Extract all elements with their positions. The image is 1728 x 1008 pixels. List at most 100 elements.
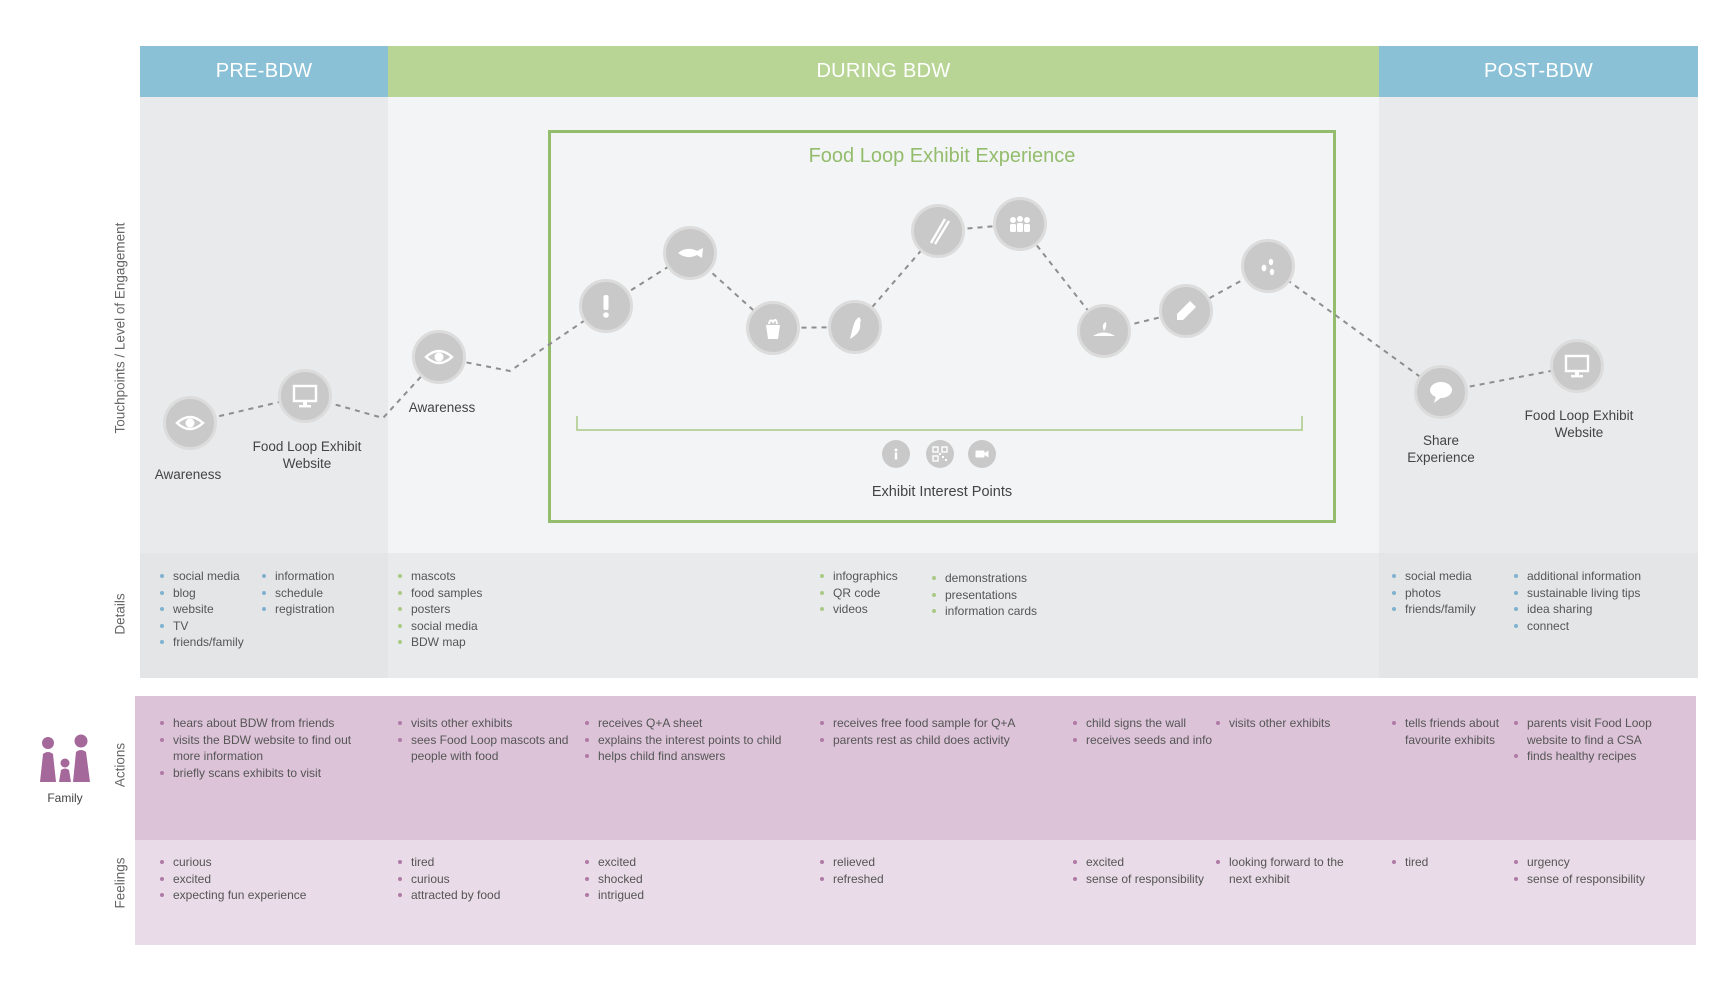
phase-header-post: POST-BDW: [1379, 46, 1698, 97]
touchpoint-pepper: [828, 300, 882, 354]
touchpoint-signs-wall: [1159, 284, 1213, 338]
list-item: idea sharing: [1514, 601, 1641, 618]
list-item: social media: [1392, 568, 1476, 585]
list-item: demonstrations: [932, 570, 1037, 587]
list-item: explains the interest points to child: [585, 732, 800, 749]
list-item: relieved: [820, 854, 1020, 871]
list-item: registration: [262, 601, 334, 618]
details-pre-2: information schedule registration: [262, 568, 334, 618]
list-item: excited: [585, 854, 785, 871]
list-item: schedule: [262, 585, 334, 602]
pepper-icon: [850, 317, 861, 339]
exclamation-icon: [603, 295, 609, 318]
interest-points-label: Exhibit Interest Points: [871, 484, 1013, 500]
list-item: urgency: [1514, 854, 1664, 871]
list-item: sustainable living tips: [1514, 585, 1641, 602]
list-item: social media: [398, 618, 482, 635]
touchpoint-presentation: [993, 197, 1047, 251]
actions-col-1: hears about BDW from friends visits the …: [160, 715, 360, 781]
list-item: curious: [160, 854, 360, 871]
actions-col-4: receives free food sample for Q+A parent…: [820, 715, 1040, 748]
list-item: helps child find answers: [585, 748, 800, 765]
list-item: parents visit Food Loop website to find …: [1514, 715, 1654, 748]
feelings-col-8: urgency sense of responsibility: [1514, 854, 1664, 887]
monitor-icon: [292, 384, 318, 408]
feelings-col-1: curious excited expecting fun experience: [160, 854, 360, 904]
list-item: excited: [1073, 854, 1213, 871]
pencil-icon: [1177, 301, 1196, 320]
exhibit-frame: [548, 130, 1336, 523]
engagement-line: [189, 222, 1578, 424]
feelings-col-3: excited shocked intrigued: [585, 854, 785, 904]
touchpoint-food-sample: [746, 301, 800, 355]
list-item: friends/family: [160, 634, 244, 651]
seeds-icon: [1261, 258, 1275, 276]
list-item: mascots: [398, 568, 482, 585]
feelings-band: [135, 840, 1696, 945]
list-item: expecting fun experience: [160, 887, 360, 904]
family-icon: [40, 734, 90, 782]
list-item: receives seeds and info: [1073, 732, 1213, 749]
list-item: food samples: [398, 585, 482, 602]
list-item: finds healthy recipes: [1514, 748, 1654, 765]
details-during-bg: [388, 553, 1379, 678]
touchpoint-share-experience: [1414, 365, 1468, 419]
monitor-icon: [1564, 354, 1590, 378]
feelings-col-2: tired curious attracted by food: [398, 854, 573, 904]
family-persona: Family: [38, 732, 92, 805]
touchpoints-pre-bg: [140, 97, 388, 553]
list-item: sense of responsibility: [1073, 871, 1213, 888]
list-item: friends/family: [1392, 601, 1476, 618]
list-item: photos: [1392, 585, 1476, 602]
list-item: videos: [820, 601, 898, 618]
touchpoint-awareness-pre: [163, 396, 217, 450]
list-item: posters: [398, 601, 482, 618]
details-pre-1: social media blog website TV friends/fam…: [160, 568, 244, 651]
feelings-col-6: looking forward to the next exhibit: [1216, 854, 1356, 887]
feelings-col-5: excited sense of responsibility: [1073, 854, 1213, 887]
list-item: attracted by food: [398, 887, 573, 904]
phase-header-pre: PRE-BDW: [140, 46, 388, 97]
list-item: BDW map: [398, 634, 482, 651]
list-item: parents rest as child does activity: [820, 732, 1040, 749]
speech-bubble-icon: [1430, 382, 1452, 403]
exhibit-title: Food Loop Exhibit Experience: [808, 145, 1076, 167]
people-icon: [1010, 216, 1030, 232]
interest-point-video: [968, 440, 996, 468]
list-item: connect: [1514, 618, 1641, 635]
list-item: hears about BDW from friends: [160, 715, 360, 732]
list-item: shocked: [585, 871, 785, 888]
eye-icon: [175, 415, 205, 431]
eye-icon: [424, 349, 454, 365]
list-item: presentations: [932, 587, 1037, 604]
actions-col-7: tells friends about favourite exhibits: [1392, 715, 1502, 748]
video-camera-icon: [975, 450, 989, 458]
interest-points-bracket: [576, 416, 1303, 431]
seed-pot-icon: [1093, 322, 1115, 336]
actions-col-5: child signs the wall receives seeds and …: [1073, 715, 1213, 748]
feelings-col-4: relieved refreshed: [820, 854, 1020, 887]
list-item: looking forward to the next exhibit: [1216, 854, 1356, 887]
list-item: excited: [160, 871, 360, 888]
list-item: infographics: [820, 568, 898, 585]
list-item: website: [160, 601, 244, 618]
touchpoint-demonstration: [911, 204, 965, 258]
feelings-col-7: tired: [1392, 854, 1502, 871]
details-during-1: mascots food samples posters social medi…: [398, 568, 482, 651]
interest-point-qr: [926, 440, 954, 468]
touchpoint-qa-sheet: [579, 279, 633, 333]
touchpoint-awareness-during: [412, 330, 466, 384]
actions-col-6: visits other exhibits: [1216, 715, 1366, 732]
actions-col-2: visits other exhibits sees Food Loop mas…: [398, 715, 573, 765]
touchpoint-caption: Awareness: [408, 400, 476, 415]
details-post-1: social media photos friends/family: [1392, 568, 1476, 618]
list-item: curious: [398, 871, 573, 888]
list-item: QR code: [820, 585, 898, 602]
fish-icon: [678, 248, 703, 258]
actions-col-3: receives Q+A sheet explains the interest…: [585, 715, 800, 765]
list-item: tired: [398, 854, 573, 871]
list-item: briefly scans exhibits to visit: [160, 765, 360, 782]
